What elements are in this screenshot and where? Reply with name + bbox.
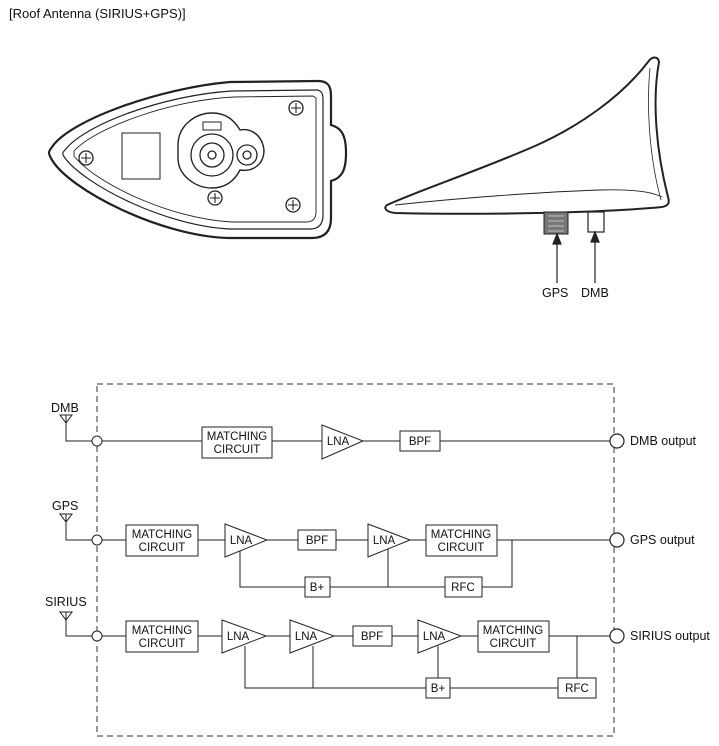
- gps-output-label: GPS output: [630, 533, 695, 547]
- svg-text:MATCHING: MATCHING: [207, 431, 268, 443]
- svg-text:LNA: LNA: [230, 535, 253, 547]
- gps-connector-label: GPS: [542, 286, 568, 300]
- sirius-matching-circuit-input: MATCHING CIRCUIT: [125, 620, 199, 653]
- sirius-antenna-icon: [59, 611, 73, 621]
- connector-tab: [202, 121, 222, 131]
- antenna-symbols: [59, 414, 73, 621]
- svg-text:LNA: LNA: [227, 631, 250, 643]
- sirius-rfc: RFC: [557, 677, 597, 699]
- sirius-lna-3: LNA: [417, 619, 463, 654]
- connector-callouts: [552, 230, 600, 283]
- sirius-matching-circuit-output: MATCHING CIRCUIT: [477, 620, 550, 653]
- gps-rfc: RFC: [444, 576, 483, 598]
- gps-bplus: B+: [304, 576, 331, 598]
- connector-ring-right: [236, 144, 258, 166]
- dmb-connector: [587, 211, 605, 233]
- sirius-lna-2: LNA: [289, 619, 336, 654]
- enclosure-boundary: [96, 383, 615, 737]
- dmb-antenna-icon: [59, 414, 73, 424]
- gps-matching-circuit-input: MATCHING CIRCUIT: [125, 524, 199, 557]
- gps-lna-1: LNA: [224, 523, 269, 558]
- signal-wires: [65, 423, 611, 689]
- fin-contour: [394, 189, 663, 206]
- mounting-screw-top: [288, 100, 304, 116]
- gps-connector: [543, 211, 569, 235]
- gps-lna-2: LNA: [367, 523, 412, 558]
- svg-text:CIRCUIT: CIRCUIT: [438, 542, 485, 554]
- sirius-output-label: SIRIUS output: [630, 629, 710, 643]
- fin-edge-highlight: [648, 67, 662, 201]
- dmb-lna: LNA: [321, 424, 365, 460]
- output-terminals: [609, 433, 625, 644]
- label-plate: [121, 132, 161, 180]
- dmb-output-label: DMB output: [630, 434, 697, 448]
- svg-text:RFC: RFC: [565, 683, 589, 695]
- gps-bpf: BPF: [297, 529, 337, 551]
- sirius-lna-1: LNA: [221, 619, 268, 654]
- svg-text:CIRCUIT: CIRCUIT: [139, 542, 186, 554]
- antenna-side-view-drawing: [384, 56, 670, 235]
- dmb-bpf: BPF: [399, 430, 441, 452]
- antenna-outline-outer: [47, 79, 348, 240]
- svg-text:LNA: LNA: [327, 436, 350, 448]
- svg-text:CIRCUIT: CIRCUIT: [139, 638, 186, 650]
- connector-ring-outer: [190, 133, 234, 177]
- dmb-connector-label: DMB: [581, 286, 609, 300]
- svg-text:MATCHING: MATCHING: [483, 625, 544, 637]
- svg-text:B+: B+: [310, 582, 325, 594]
- svg-text:LNA: LNA: [423, 631, 446, 643]
- antenna-outline-inner: [62, 89, 324, 230]
- connector-ring-right-inner: [242, 150, 252, 160]
- sirius-bplus: B+: [425, 677, 451, 699]
- sirius-input-label: SIRIUS: [45, 595, 87, 609]
- dmb-input-label: DMB: [51, 401, 79, 415]
- svg-text:MATCHING: MATCHING: [431, 529, 492, 541]
- connector-mount: [177, 112, 265, 189]
- svg-text:LNA: LNA: [295, 631, 318, 643]
- antenna-outline-rim: [73, 95, 317, 223]
- svg-text:RFC: RFC: [451, 582, 475, 594]
- gps-connector-detail: [548, 215, 564, 232]
- input-nodes: [91, 435, 103, 642]
- gps-input-label: GPS: [52, 499, 78, 513]
- gps-antenna-icon: [59, 513, 73, 523]
- svg-text:LNA: LNA: [373, 535, 396, 547]
- svg-text:B+: B+: [431, 683, 446, 695]
- svg-text:BPF: BPF: [409, 436, 431, 448]
- connector-ring-inner: [199, 142, 225, 168]
- sirius-bpf: BPF: [352, 625, 393, 647]
- svg-text:MATCHING: MATCHING: [132, 625, 193, 637]
- svg-text:BPF: BPF: [306, 535, 328, 547]
- fin-outline: [384, 56, 670, 215]
- block-diagram: DMB GPS SIRIUS DMB output GPS output SIR…: [45, 383, 710, 737]
- dmb-matching-circuit: MATCHING CIRCUIT: [201, 426, 273, 459]
- svg-text:BPF: BPF: [361, 631, 383, 643]
- mounting-screw-bottom: [285, 197, 301, 213]
- figure-caption: [Roof Antenna (SIRIUS+GPS)]: [9, 6, 186, 21]
- svg-text:CIRCUIT: CIRCUIT: [490, 638, 537, 650]
- svg-text:MATCHING: MATCHING: [132, 529, 193, 541]
- connector-pin: [207, 150, 217, 160]
- antenna-top-view-drawing: [47, 79, 348, 240]
- svg-text:CIRCUIT: CIRCUIT: [214, 444, 261, 456]
- mounting-screw-left: [78, 150, 94, 166]
- mounting-screw-center: [207, 190, 223, 206]
- gps-matching-circuit-output: MATCHING CIRCUIT: [425, 524, 498, 557]
